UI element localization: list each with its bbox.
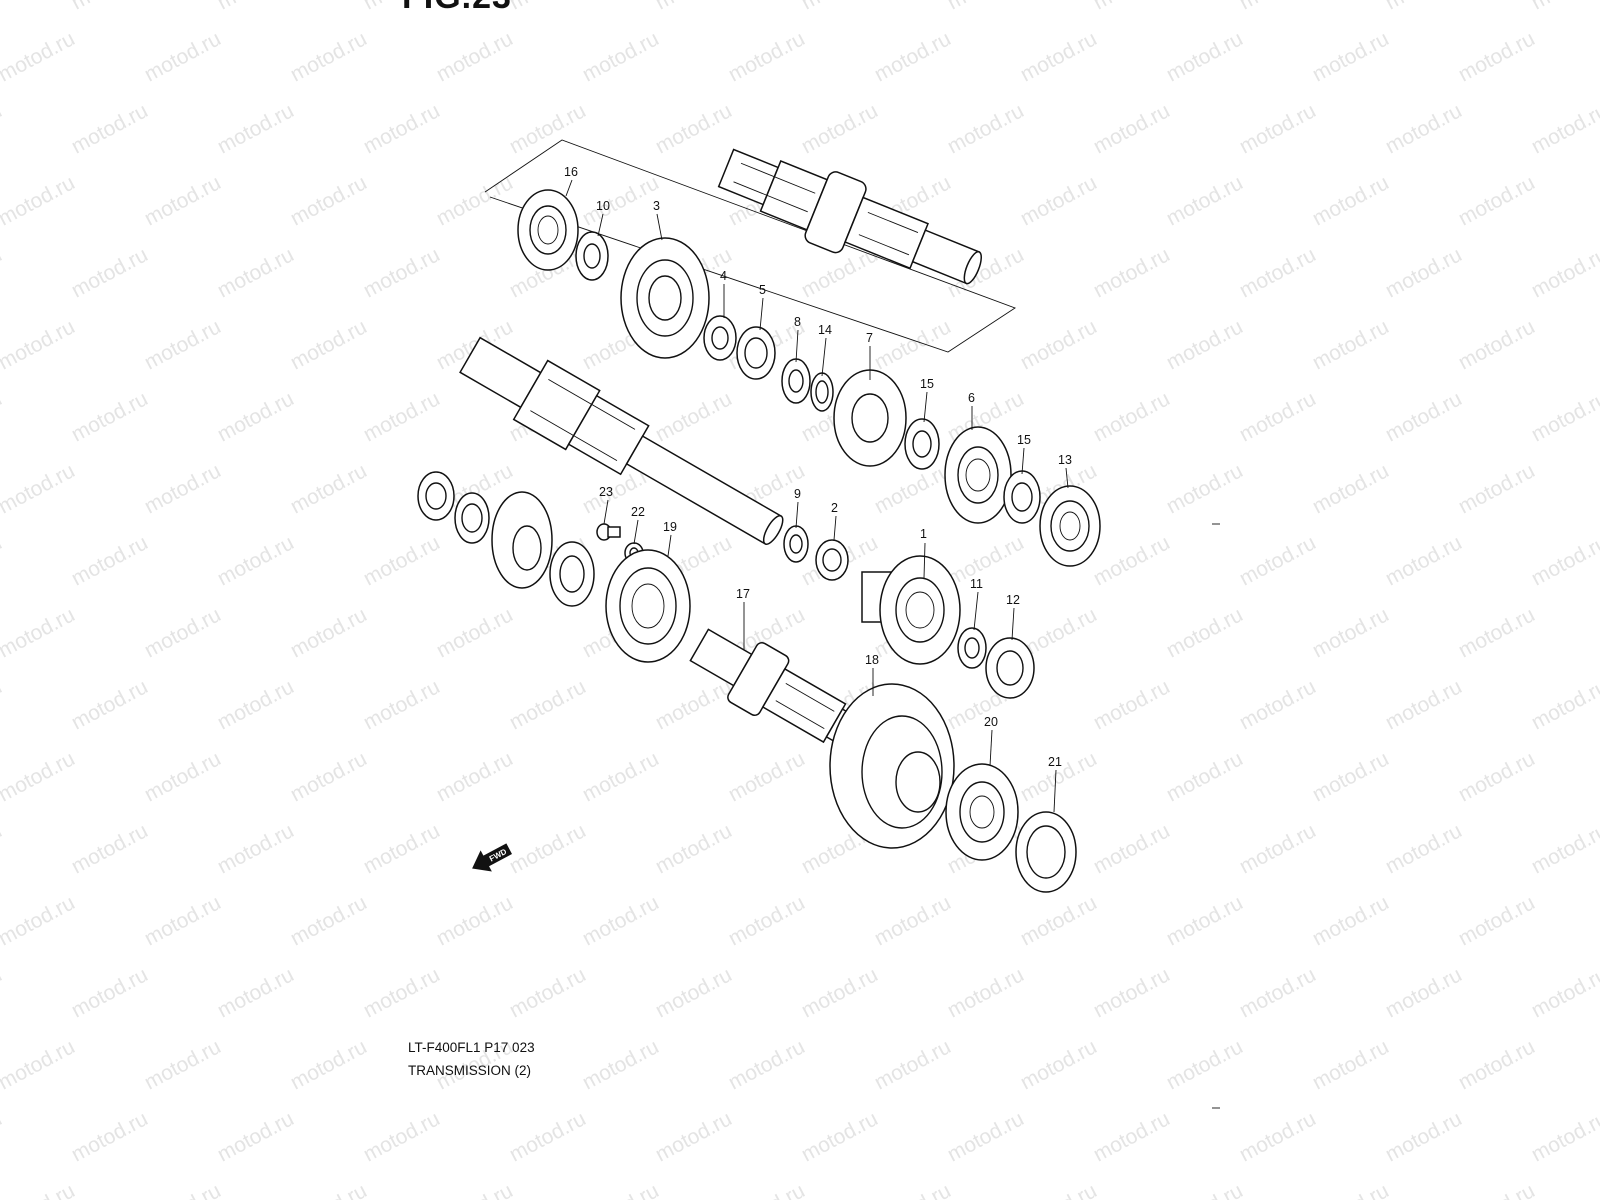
callout-23: 23 xyxy=(599,485,613,499)
oil-seal-left xyxy=(417,471,455,521)
arrow-left-icon: FWD xyxy=(472,843,513,872)
washer-mid xyxy=(549,541,595,607)
callout-22: 22 xyxy=(631,505,645,519)
part-4-bushing xyxy=(703,315,737,361)
part-2-needle-bearing xyxy=(815,539,849,581)
part-9-washer xyxy=(783,525,809,563)
callout-10: 10 xyxy=(596,199,610,213)
callout-3: 3 xyxy=(653,199,660,213)
callout-14: 14 xyxy=(818,323,832,337)
part-10-washer xyxy=(575,231,609,281)
callout-9: 9 xyxy=(794,487,801,501)
model-code: LT-F400FL1 P17 023 xyxy=(408,1040,535,1055)
figure-title: FIG.23 xyxy=(402,0,512,17)
leader-lines xyxy=(565,179,1069,813)
part-12-bearing xyxy=(985,637,1035,699)
callout-19: 19 xyxy=(663,520,677,534)
part-18-final-gear xyxy=(829,683,955,849)
callout-18: 18 xyxy=(865,653,879,667)
part-16-bearing xyxy=(517,189,579,271)
callout-7: 7 xyxy=(866,331,873,345)
callout-5: 5 xyxy=(759,283,766,297)
callout-21: 21 xyxy=(1048,755,1062,769)
callout-20: 20 xyxy=(984,715,998,729)
callout-1: 1 xyxy=(920,527,927,541)
callout-6: 6 xyxy=(968,391,975,405)
part-7-dog-gear xyxy=(833,369,907,467)
assembly-group-frame xyxy=(484,139,1016,353)
part-23-bolt xyxy=(596,523,621,541)
callout-12: 12 xyxy=(1006,593,1020,607)
part-3-gear xyxy=(620,237,710,359)
callout-17: 17 xyxy=(736,587,750,601)
part-15-washer-a xyxy=(904,418,940,470)
callout-11: 11 xyxy=(970,577,983,591)
section-name: TRANSMISSION (2) xyxy=(408,1063,532,1078)
bevel-gear xyxy=(491,491,553,589)
part-21-oil-seal xyxy=(1015,811,1077,893)
washer-left xyxy=(454,492,490,544)
callout-16: 16 xyxy=(564,165,578,179)
part-15-washer-b xyxy=(1003,470,1041,524)
part-8-lock-washer xyxy=(781,358,811,404)
callout-8: 8 xyxy=(794,315,801,329)
callout-13: 13 xyxy=(1058,453,1072,467)
callout-4: 4 xyxy=(720,269,727,283)
part-6-gear xyxy=(944,426,1012,524)
part-1-gear xyxy=(861,555,961,665)
callout-15a: 15 xyxy=(920,377,934,391)
part-14-circlip xyxy=(810,372,834,412)
callout-15b: 15 xyxy=(1017,433,1031,447)
countershaft xyxy=(717,148,982,285)
driveshaft xyxy=(459,336,784,545)
part-20-bearing xyxy=(945,763,1019,861)
part-5-needle-bearing xyxy=(736,326,776,380)
callout-2: 2 xyxy=(831,501,838,515)
part-19-bearing xyxy=(605,549,691,663)
part-13-bearing xyxy=(1039,485,1101,567)
part-11-washer xyxy=(957,627,987,669)
